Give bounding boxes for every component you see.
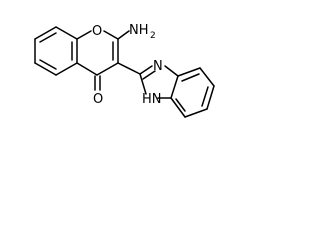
pyranone-ring [76,30,119,76]
bond [55,62,78,76]
amino-h-count-label: 2 [150,31,156,41]
carbonyl-oxygen-label: O [93,92,103,107]
bond [184,108,208,118]
double-bond-inner [175,98,186,112]
bond [164,65,179,77]
bond [76,62,98,76]
double-bond-inner [201,86,209,107]
chemical-structure: O NH 2 O N HN [34,23,215,118]
bond [34,26,57,40]
bond [96,62,119,76]
carbonyl-group [94,75,101,91]
bond [139,65,153,75]
bond [206,85,215,110]
ring-oxygen-label: O [92,24,102,39]
double-bond-inner [39,32,57,43]
linker-bond [117,62,141,75]
pyrrole-nh-label: HN [142,92,162,107]
bond [170,75,179,99]
benzimidazole-benzo-ring [170,67,215,118]
bond [170,97,186,118]
imine-n-label: N [153,59,163,74]
bond [76,30,92,40]
bond [139,73,147,95]
bond [55,26,78,40]
amino-n-label: NH [129,23,149,38]
amino-bond [117,30,130,40]
imidazole-ring [139,65,179,99]
double-bond-inner [181,73,200,82]
bond [34,62,57,76]
bond [177,67,201,77]
double-bond-inner [142,70,156,80]
benzo-ring [34,26,78,76]
bond [103,30,119,40]
bond [199,67,215,87]
double-bond-inner [39,59,57,70]
